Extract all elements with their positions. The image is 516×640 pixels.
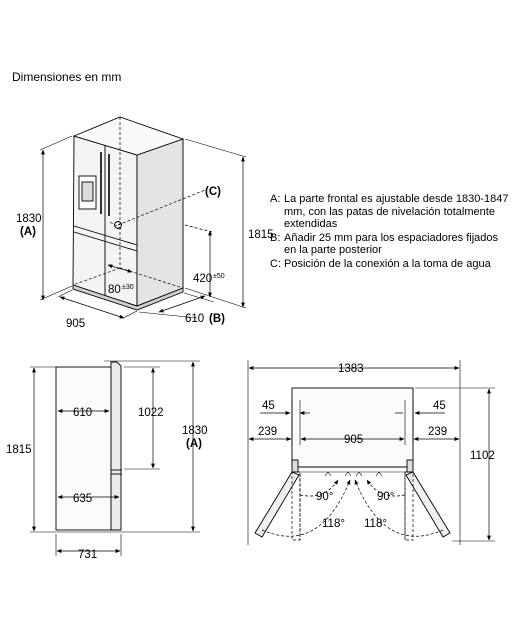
note-text: La parte frontal es ajustable desde 1830… xyxy=(284,193,509,231)
right-door-open xyxy=(405,471,451,538)
note-key: C: xyxy=(270,257,281,270)
plan-angle-left-outer: 118° xyxy=(322,518,345,530)
plan-right-gap-label: 45 xyxy=(433,400,446,412)
side-depth-top-label: 610 xyxy=(73,407,92,419)
notes-list: A: La parte frontal es ajustable desde 1… xyxy=(270,193,510,272)
plan-angle-left-inner: 90° xyxy=(316,491,333,503)
iso-rear-height-label: 1815 xyxy=(248,229,274,241)
note-key: A: xyxy=(270,193,281,205)
note-c: C: Posición de la conexión a la toma de … xyxy=(270,258,510,271)
isometric-labels: 1830 (A) 1815 905 610 (B) (C) 420 ±50 80… xyxy=(16,186,274,330)
fridge-plan-body xyxy=(291,387,414,468)
iso-depth-ref: (B) xyxy=(209,313,225,325)
note-b: B: Añadir 25 mm para los espaciadores fi… xyxy=(270,232,510,257)
side-total-depth-label: 731 xyxy=(78,549,97,561)
plan-left-door-label: 239 xyxy=(258,426,277,438)
plan-labels: 1383 45 45 239 905 239 1102 90° 90° 118°… xyxy=(258,363,495,530)
note-a: A: La parte frontal es ajustable desde 1… xyxy=(270,193,510,231)
side-view xyxy=(30,360,200,556)
iso-width-label: 905 xyxy=(66,318,85,330)
left-door-open xyxy=(254,471,300,538)
plan-angle-right-outer: 118° xyxy=(364,518,387,530)
plan-right-door-label: 239 xyxy=(428,426,447,438)
iso-connection-ref: (C) xyxy=(205,186,221,198)
note-key: B: xyxy=(270,231,281,244)
plan-view xyxy=(247,360,495,545)
iso-conn-height-tol: ±50 xyxy=(213,273,225,280)
side-depth-bottom-label: 635 xyxy=(73,493,92,505)
plan-total-depth-label: 1102 xyxy=(470,450,495,462)
iso-conn-height-label: 420 xyxy=(193,273,212,285)
side-height-right-label: 1830 xyxy=(182,425,208,437)
plan-total-width-label: 1383 xyxy=(338,363,364,375)
iso-height-label: 1830 xyxy=(16,213,42,225)
plan-left-gap-label: 45 xyxy=(262,400,275,412)
plan-body-width-label: 905 xyxy=(344,434,363,446)
side-height-right-ref: (A) xyxy=(186,438,202,450)
fridge-top-face xyxy=(72,116,185,156)
side-height-left-label: 1815 xyxy=(6,444,32,456)
side-door-height-label: 1022 xyxy=(138,407,164,419)
iso-height-ref: (A) xyxy=(20,226,36,238)
side-labels: 1815 610 635 1022 1830 (A) 731 xyxy=(6,407,208,561)
iso-conn-offset-label: 80 xyxy=(108,284,121,296)
iso-depth-label: 610 xyxy=(185,313,204,325)
note-text: Posición de la conexión a la toma de agu… xyxy=(284,257,491,270)
page-title: Dimensiones en mm xyxy=(12,70,122,84)
plan-angle-right-inner: 90° xyxy=(377,491,394,503)
iso-conn-offset-tol: ±30 xyxy=(122,284,134,291)
note-text: Añadir 25 mm para los espaciadores fijad… xyxy=(284,231,499,257)
isometric-view xyxy=(39,116,247,319)
fridge-side-body xyxy=(55,366,112,531)
